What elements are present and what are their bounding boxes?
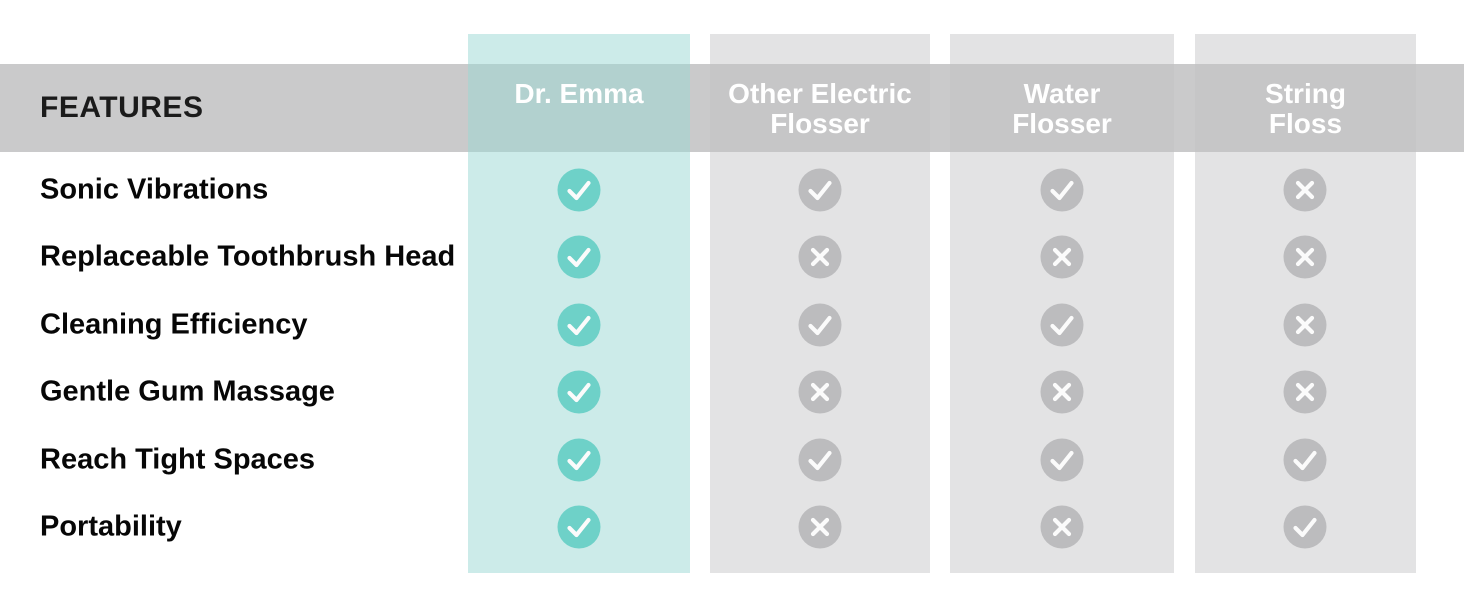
- feature-name: Gentle Gum Massage: [40, 375, 335, 408]
- table-row: Portability: [0, 494, 1464, 562]
- table-header-band: [0, 64, 1464, 152]
- cross-icon: [1283, 235, 1327, 279]
- column-header-line: Flosser: [1012, 108, 1112, 139]
- column-header-line: String: [1265, 78, 1346, 109]
- table-row: Reach Tight Spaces: [0, 426, 1464, 494]
- features-header-label: FEATURES: [40, 91, 204, 124]
- cross-icon: [798, 505, 842, 549]
- cross-icon: [798, 370, 842, 414]
- cross-icon: [1283, 370, 1327, 414]
- feature-name: Sonic Vibrations: [40, 173, 269, 206]
- column-header-line: Flosser: [770, 108, 870, 139]
- column-header-line: Dr. Emma: [514, 78, 644, 109]
- feature-name: Replaceable Toothbrush Head: [40, 240, 456, 273]
- feature-name: Cleaning Efficiency: [40, 308, 308, 341]
- table-row: Sonic Vibrations: [0, 156, 1464, 224]
- column-header-other-electric-flosser: Other Electric Flosser: [710, 79, 930, 139]
- check-icon: [557, 235, 601, 279]
- check-icon: [1283, 505, 1327, 549]
- table-body: Sonic Vibrations Replaceable Toothbrush …: [0, 156, 1464, 561]
- check-icon: [557, 438, 601, 482]
- column-header-water-flosser: Water Flosser: [950, 79, 1174, 139]
- check-icon: [1040, 168, 1084, 212]
- check-icon: [1283, 438, 1327, 482]
- check-icon: [557, 505, 601, 549]
- column-header-line: Other Electric: [728, 78, 912, 109]
- table-row: Gentle Gum Massage: [0, 359, 1464, 427]
- cross-icon: [1040, 370, 1084, 414]
- check-icon: [798, 438, 842, 482]
- cross-icon: [798, 235, 842, 279]
- table-row: Replaceable Toothbrush Head: [0, 224, 1464, 292]
- cross-icon: [1283, 168, 1327, 212]
- check-icon: [1040, 303, 1084, 347]
- column-header-line: Water: [1023, 78, 1101, 109]
- check-icon: [557, 370, 601, 414]
- feature-name: Portability: [40, 510, 182, 543]
- column-header-dr-emma: Dr. Emma: [468, 79, 690, 109]
- cross-icon: [1283, 303, 1327, 347]
- check-icon: [557, 303, 601, 347]
- feature-name: Reach Tight Spaces: [40, 443, 316, 476]
- check-icon: [798, 303, 842, 347]
- cross-icon: [1040, 235, 1084, 279]
- check-icon: [798, 168, 842, 212]
- cross-icon: [1040, 505, 1084, 549]
- table-row: Cleaning Efficiency: [0, 291, 1464, 359]
- check-icon: [1040, 438, 1084, 482]
- column-header-line: Floss: [1268, 108, 1343, 139]
- check-icon: [557, 168, 601, 212]
- column-header-string-floss: String Floss: [1195, 79, 1416, 139]
